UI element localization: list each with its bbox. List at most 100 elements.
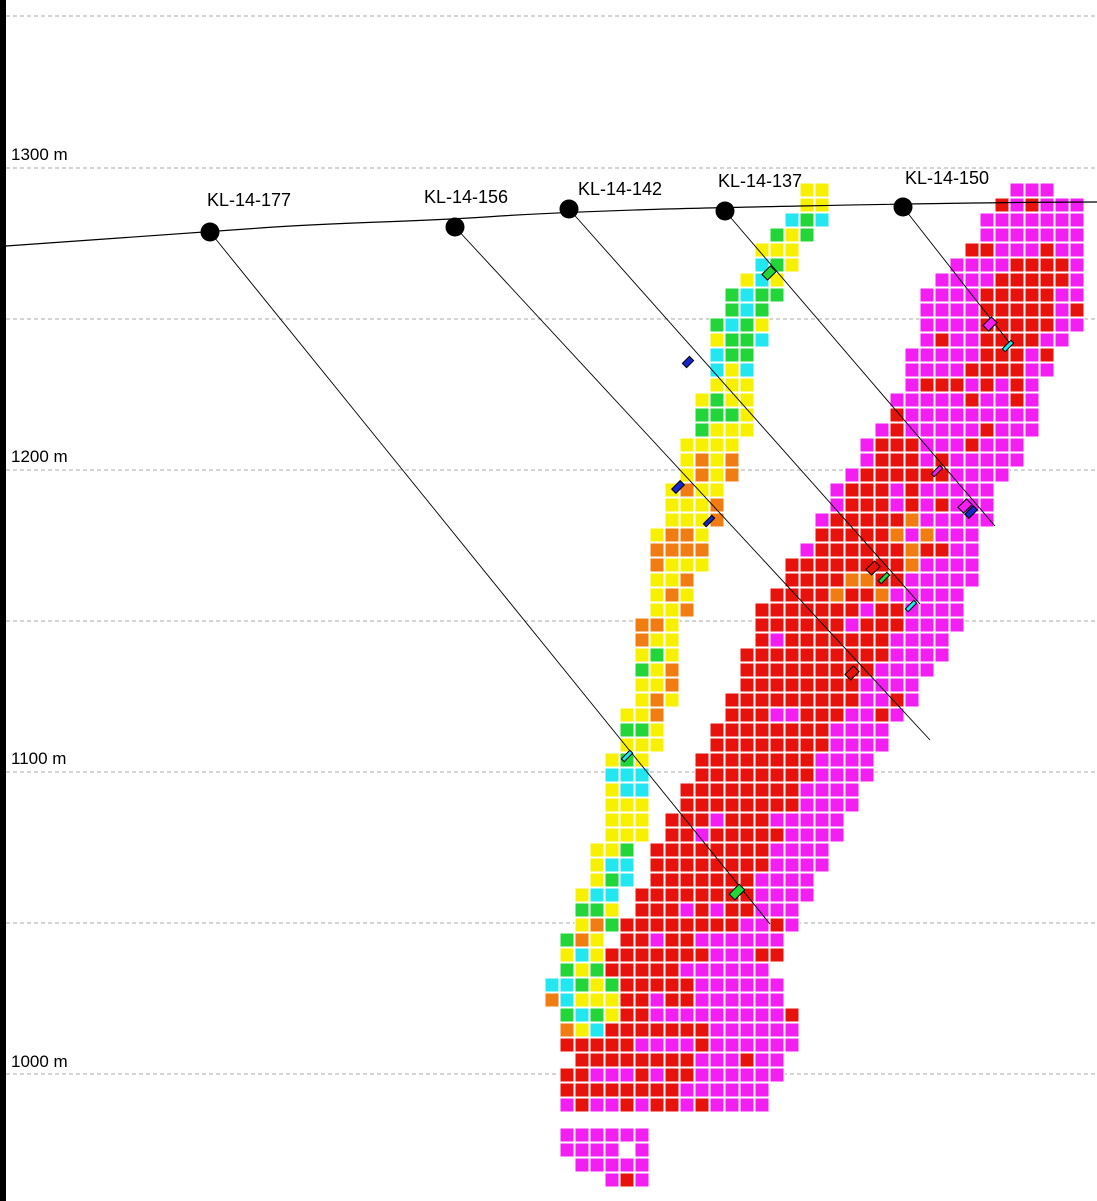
block-cell [979, 407, 995, 423]
block-cell [784, 767, 800, 783]
block-cell [589, 977, 605, 993]
block-cell [799, 782, 815, 798]
block-cell [709, 1022, 725, 1038]
block-cell [949, 452, 965, 468]
block-cell [889, 437, 905, 453]
block-cell [904, 527, 920, 543]
block-cell [589, 962, 605, 978]
block-cell [1039, 347, 1055, 363]
block-cell [919, 527, 935, 543]
block-cell [814, 212, 830, 228]
block-cell [649, 557, 665, 573]
block-cell [799, 182, 815, 198]
block-cell [769, 992, 785, 1008]
block-cell [769, 857, 785, 873]
block-cell [874, 527, 890, 543]
block-cell [679, 917, 695, 933]
block-cell [874, 692, 890, 708]
block-cell [709, 347, 725, 363]
block-cell [874, 722, 890, 738]
block-cell [724, 722, 740, 738]
block-cell [649, 587, 665, 603]
block-cell [664, 857, 680, 873]
block-cell [649, 1082, 665, 1098]
block-cell [754, 1022, 770, 1038]
block-cell [664, 527, 680, 543]
block-cell [874, 482, 890, 498]
block-cell [859, 677, 875, 693]
block-cell [709, 497, 725, 513]
block-cell [919, 377, 935, 393]
block-cell [814, 797, 830, 813]
block-cell [784, 587, 800, 603]
block-cell [769, 722, 785, 738]
block-cell [859, 437, 875, 453]
block-cell [754, 1082, 770, 1098]
block-cell [994, 422, 1010, 438]
block-cell [649, 902, 665, 918]
block-cell [664, 812, 680, 828]
block-cell [664, 962, 680, 978]
block-cell [664, 692, 680, 708]
block-cell [694, 1067, 710, 1083]
block-cell [784, 212, 800, 228]
block-cell [799, 842, 815, 858]
block-cell [949, 362, 965, 378]
block-cell [649, 1007, 665, 1023]
block-cell [769, 977, 785, 993]
block-cell [769, 782, 785, 798]
block-cell [994, 392, 1010, 408]
block-cell [904, 617, 920, 633]
drillhole-trace-kl-14-142 [568, 208, 921, 605]
block-cell [1069, 227, 1085, 243]
block-cell [979, 377, 995, 393]
block-cell [889, 572, 905, 588]
block-cell [844, 512, 860, 528]
block-cell [739, 827, 755, 843]
block-model [544, 182, 1085, 1188]
block-cell [1054, 272, 1070, 288]
block-cell [964, 527, 980, 543]
block-cell [619, 947, 635, 963]
block-cell [784, 647, 800, 663]
block-cell [799, 617, 815, 633]
block-cell [949, 617, 965, 633]
block-cell [739, 797, 755, 813]
block-cell [709, 752, 725, 768]
block-cell [859, 647, 875, 663]
block-cell [904, 392, 920, 408]
block-cell [634, 1052, 650, 1068]
block-cell [694, 392, 710, 408]
block-cell [829, 512, 845, 528]
block-cell [829, 662, 845, 678]
block-cell [814, 512, 830, 528]
block-cell [859, 767, 875, 783]
hole-label-kl-14-142: KL-14-142 [578, 179, 662, 199]
block-cell [664, 992, 680, 1008]
block-cell [919, 437, 935, 453]
block-cell [769, 602, 785, 618]
block-cell [634, 1067, 650, 1083]
block-cell [694, 1052, 710, 1068]
block-cell [709, 422, 725, 438]
block-cell [754, 947, 770, 963]
block-cell [739, 812, 755, 828]
block-cell [754, 902, 770, 918]
block-cell [754, 692, 770, 708]
block-cell [964, 422, 980, 438]
block-cell [859, 722, 875, 738]
block-cell [679, 797, 695, 813]
block-cell [679, 527, 695, 543]
block-cell [754, 302, 770, 318]
block-cell [949, 347, 965, 363]
block-cell [694, 467, 710, 483]
block-cell [679, 902, 695, 918]
block-cell [1009, 197, 1025, 213]
block-cell [604, 857, 620, 873]
block-cell [619, 1097, 635, 1113]
block-cell [1024, 422, 1040, 438]
block-cell [844, 587, 860, 603]
block-cell [964, 302, 980, 318]
block-cell [694, 452, 710, 468]
block-cell [724, 1067, 740, 1083]
